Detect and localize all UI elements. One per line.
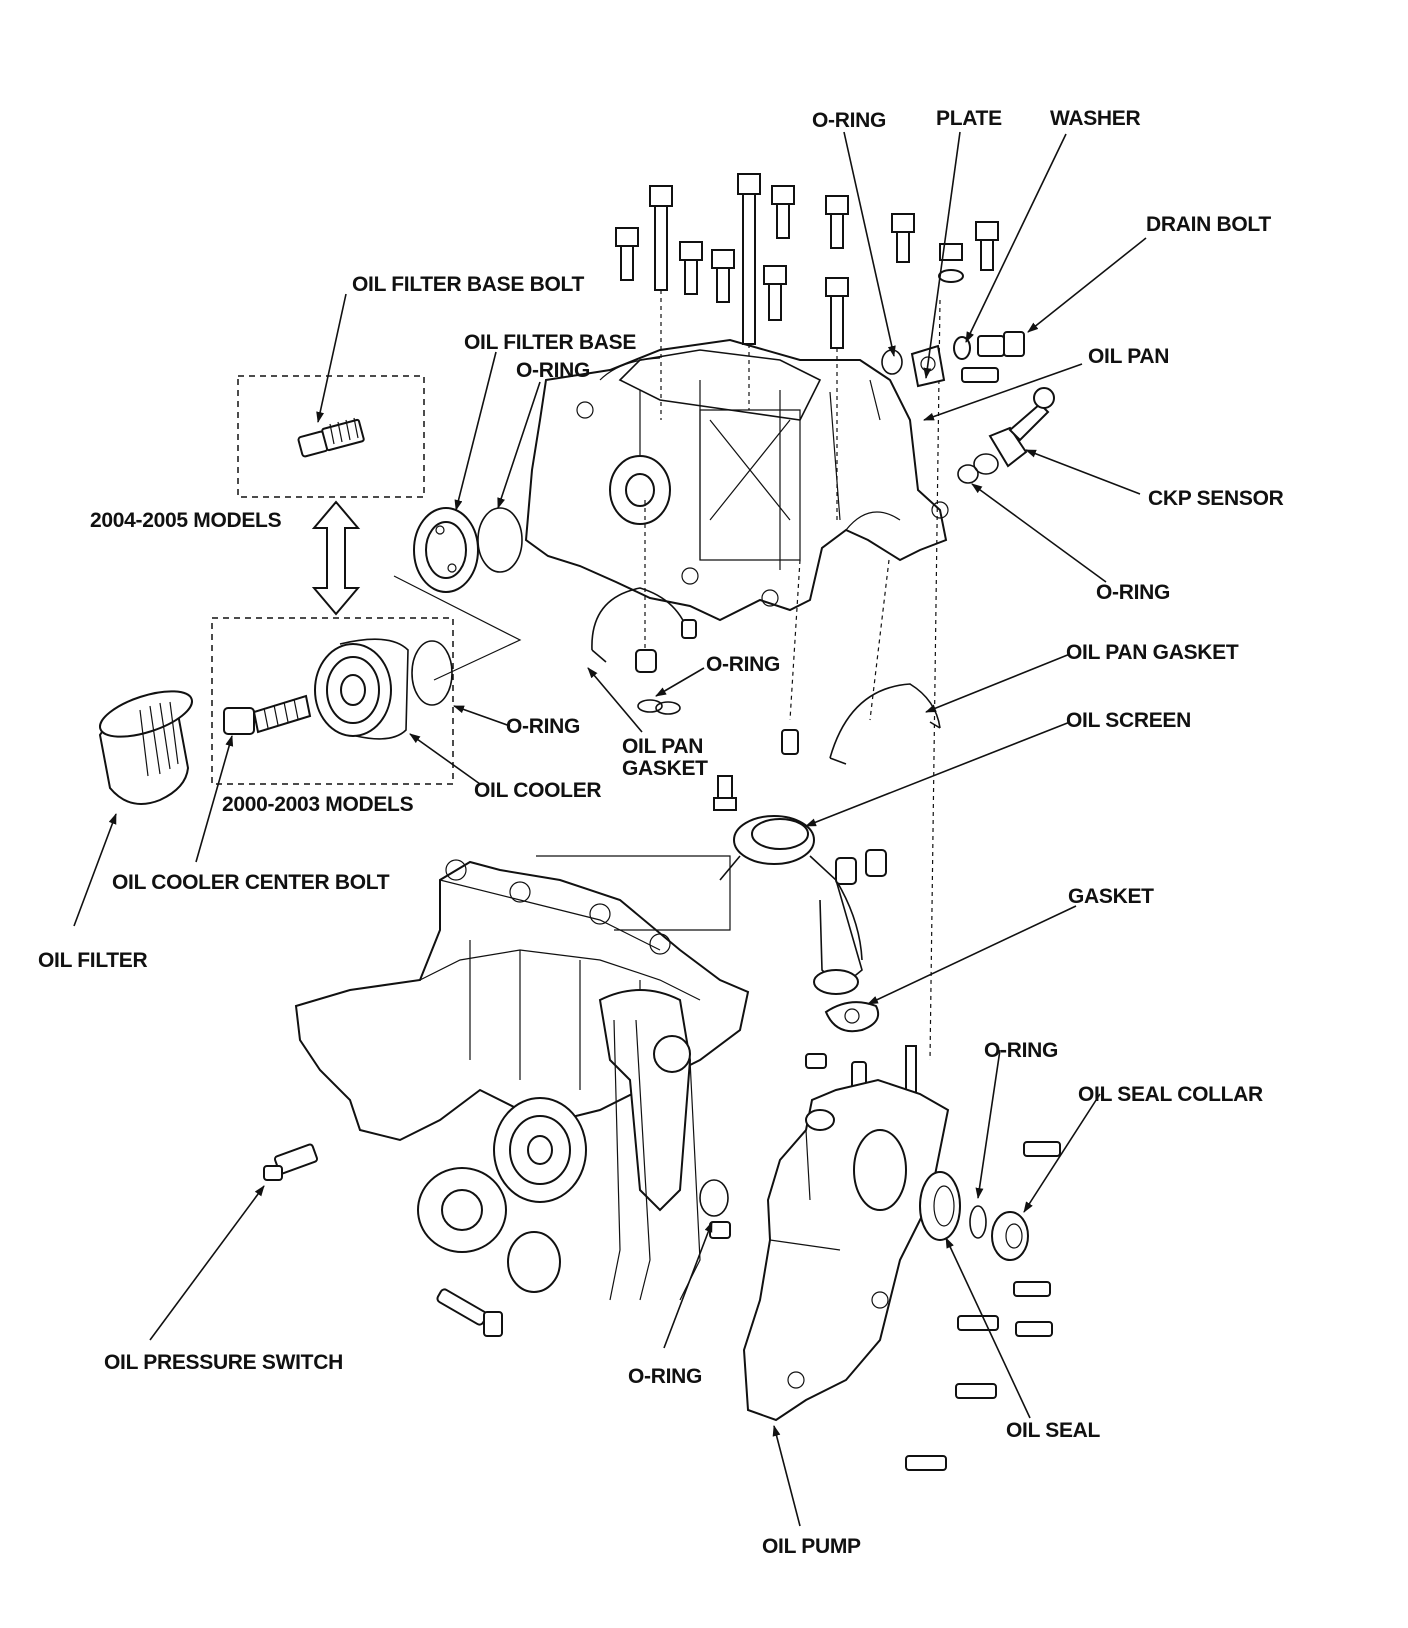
oil-seal-drawing — [919, 1171, 961, 1241]
models-2004-2005-box — [237, 375, 425, 498]
label-o-ring-pump: O-RING — [984, 1039, 1059, 1062]
label-oil-filter-base-bolt: OIL FILTER BASE BOLT — [352, 273, 584, 296]
label-drain-bolt: DRAIN BOLT — [1146, 213, 1271, 236]
correspondence-lines — [393, 575, 731, 931]
label-oil-filter-base: OIL FILTER BASE — [464, 331, 637, 354]
oil-pressure-switch-drawing — [263, 1143, 319, 1181]
label-o-ring-cooler: O-RING — [506, 715, 581, 738]
label-oil-seal: OIL SEAL — [1006, 1419, 1101, 1442]
label-o-ring-bottom: O-RING — [628, 1365, 703, 1388]
oil-screen-drawing — [713, 775, 863, 995]
oil-pan-bolt-guidelines — [644, 290, 941, 1061]
label-o-ring-filter-base: O-RING — [516, 359, 591, 382]
label-oil-pan-gasket-right: OIL PAN GASKET — [1066, 641, 1239, 664]
engine-block-drawing — [294, 859, 750, 1337]
oil-pan-gasket-left-drawing — [591, 587, 799, 755]
o-ring-seal-drawing — [969, 1205, 987, 1239]
label-oil-pressure-switch: OIL PRESSURE SWITCH — [104, 1351, 343, 1374]
label-oil-filter: OIL FILTER — [38, 949, 148, 972]
label-gasket: GASKET — [1068, 885, 1154, 908]
oil-pump-bolts — [905, 1141, 1061, 1471]
oil-pan-bolts — [615, 173, 999, 349]
label-oil-pan: OIL PAN — [1088, 345, 1170, 368]
label-o-ring-ckp: O-RING — [1096, 581, 1171, 604]
oil-filter-base-bolt-drawing — [297, 417, 365, 458]
label-oil-pan-gasket-left: OIL PAN GASKET — [622, 735, 708, 780]
label-o-ring-pan: O-RING — [706, 653, 781, 676]
oil-seal-collar-drawing — [991, 1211, 1029, 1261]
drain-bolt-assembly — [881, 331, 1025, 388]
label-washer: WASHER — [1050, 107, 1141, 130]
label-models-2004-2005: 2004-2005 MODELS — [90, 509, 282, 532]
label-o-ring-top: O-RING — [812, 109, 887, 132]
oil-filter-base-drawing — [413, 507, 523, 593]
pump-o-ring-drawing — [699, 1179, 731, 1239]
oil-pump-drawing — [742, 1078, 950, 1422]
models-2000-2003-box — [211, 617, 454, 785]
label-oil-pump: OIL PUMP — [762, 1535, 861, 1558]
label-oil-seal-collar: OIL SEAL COLLAR — [1078, 1083, 1263, 1106]
label-ckp-sensor: CKP SENSOR — [1148, 487, 1284, 510]
oil-pan-gasket-right-drawing — [829, 683, 941, 765]
leader-lines — [73, 131, 1147, 1527]
model-swap-arrow — [311, 500, 361, 616]
gasket-drawing — [824, 1001, 880, 1033]
label-plate: PLATE — [936, 107, 1002, 130]
oil-pan-drawing — [524, 338, 949, 622]
oil-cooler-center-bolt-drawing — [223, 694, 312, 735]
label-oil-screen: OIL SCREEN — [1066, 709, 1191, 732]
label-models-2000-2003: 2000-2003 MODELS — [222, 793, 414, 816]
oil-cooler-drawing — [314, 638, 453, 740]
label-oil-cooler: OIL COOLER — [474, 779, 602, 802]
ckp-sensor-drawing — [957, 387, 1055, 484]
label-oil-cooler-center-bolt: OIL COOLER CENTER BOLT — [112, 871, 390, 894]
oil-filter-drawing — [98, 690, 193, 805]
oil-screen-nuts — [835, 849, 887, 885]
